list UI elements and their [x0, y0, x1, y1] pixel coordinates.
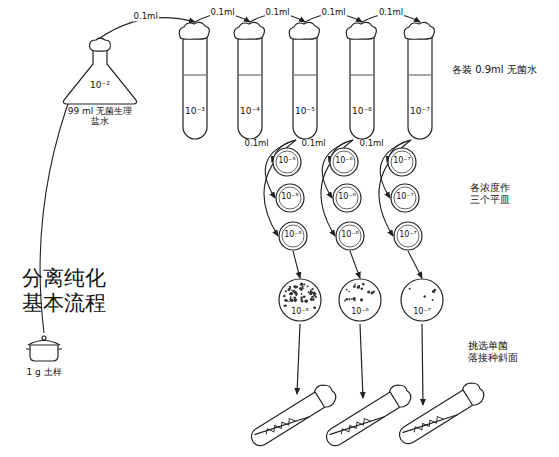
tube-body — [248, 392, 325, 449]
transfer-arrow — [293, 251, 300, 278]
colony-plate: 10⁻⁷ — [400, 278, 444, 322]
node-label: 10⁻⁴ — [240, 106, 260, 116]
petri-plate: 10⁻⁵ — [275, 183, 305, 213]
dilution-tube: 10⁻⁵ — [287, 22, 323, 140]
cotton-plug — [313, 381, 339, 409]
transfer-arrow — [422, 324, 423, 405]
petri-plate: 10⁻⁶ — [335, 221, 365, 251]
agar-slant — [329, 405, 384, 447]
dilution-tube: 10⁻³ — [177, 22, 213, 140]
volume-label: 0.1ml — [378, 8, 404, 17]
tube-note: 各装 0.9ml 无菌水 — [452, 64, 537, 76]
slant-tube — [321, 381, 414, 451]
dilution-tube: 10⁻⁷ — [402, 22, 438, 140]
dilution-tube: 10⁻⁴ — [232, 22, 268, 140]
tube-body — [396, 390, 473, 447]
node-label: 10⁻⁶ — [335, 156, 353, 165]
petri-plate: 10⁻⁵ — [278, 221, 308, 251]
dilution-tube: 10⁻⁶ — [344, 22, 380, 140]
tube-outline — [232, 22, 268, 140]
cotton-plug — [461, 379, 487, 407]
colony-plate: 10⁻⁵ — [278, 278, 322, 322]
node-label: 10⁻⁵ — [295, 106, 315, 116]
node-label: 10⁻⁷ — [410, 106, 430, 116]
tube-outline — [177, 22, 213, 140]
transfer-arrow — [408, 251, 422, 278]
petri-plate: 10⁻⁷ — [393, 221, 423, 251]
node-label: 10⁻⁶ — [351, 307, 369, 316]
node-label: 10⁻² — [90, 80, 110, 90]
streak — [264, 414, 295, 438]
transfer-arrow — [360, 324, 363, 398]
petri-plate: 10⁻⁷ — [390, 183, 420, 213]
node-label: 10⁻⁷ — [413, 307, 431, 316]
node-label: 10⁻⁶ — [352, 106, 372, 116]
node-label: 10⁻⁵ — [281, 192, 299, 201]
volume-label: 0.1ml — [320, 8, 346, 17]
tube-outline — [344, 22, 380, 140]
colony-plate: 10⁻⁶ — [338, 278, 382, 322]
tube-outline — [402, 22, 438, 140]
node-label: 10⁻⁵ — [291, 307, 309, 316]
transfer-arrow — [350, 251, 360, 278]
soil-sample-pot: 1 g 土样 — [22, 333, 66, 383]
volume-label: 0.1ml — [209, 8, 235, 17]
node-label: 10⁻³ — [185, 106, 205, 116]
agar-slant — [254, 405, 309, 447]
plate-note: 各浓度作三个平皿 — [470, 182, 514, 206]
petri-plate: 10⁻⁶ — [329, 147, 359, 177]
node-label: 10⁻⁵ — [284, 230, 302, 239]
flow-title: 分离纯化 基本流程 — [22, 266, 114, 316]
node-label: 10⁻⁷ — [393, 156, 411, 165]
volume-label: 0.1ml — [264, 8, 290, 17]
node-label: 10⁻⁵ — [278, 156, 296, 165]
petri-plate: 10⁻⁶ — [332, 183, 362, 213]
petri-plate: 10⁻⁵ — [272, 147, 302, 177]
petri-plate: 10⁻⁷ — [387, 147, 417, 177]
node-label: 10⁻⁶ — [341, 230, 359, 239]
node-label: 10⁻⁷ — [396, 192, 414, 201]
saline-flask: 10⁻² 99 ml 无菌生理盐水 — [55, 38, 145, 132]
node-label: 10⁻⁷ — [399, 230, 417, 239]
volume-label: 0.1ml — [359, 140, 385, 149]
slant-tube — [394, 379, 487, 449]
volume-label: 0.1ml — [301, 140, 327, 149]
streak — [339, 414, 370, 438]
slant-tube — [246, 381, 339, 451]
agar-slant — [402, 403, 457, 445]
slant-note: 挑选单菌 落接种斜面 — [468, 340, 520, 364]
volume-label: 0.1ml — [133, 12, 159, 21]
transfer-arrow — [297, 324, 300, 394]
volume-label: 0.1ml — [244, 140, 270, 149]
cotton-plug — [388, 381, 414, 409]
node-label: 1 g 土样 — [26, 367, 61, 377]
tube-body — [323, 392, 400, 449]
tube-outline — [287, 22, 323, 140]
node-label: 10⁻⁶ — [338, 192, 356, 201]
node-label: 99 ml 无菌生理盐水 — [64, 106, 136, 127]
streak — [412, 412, 443, 436]
